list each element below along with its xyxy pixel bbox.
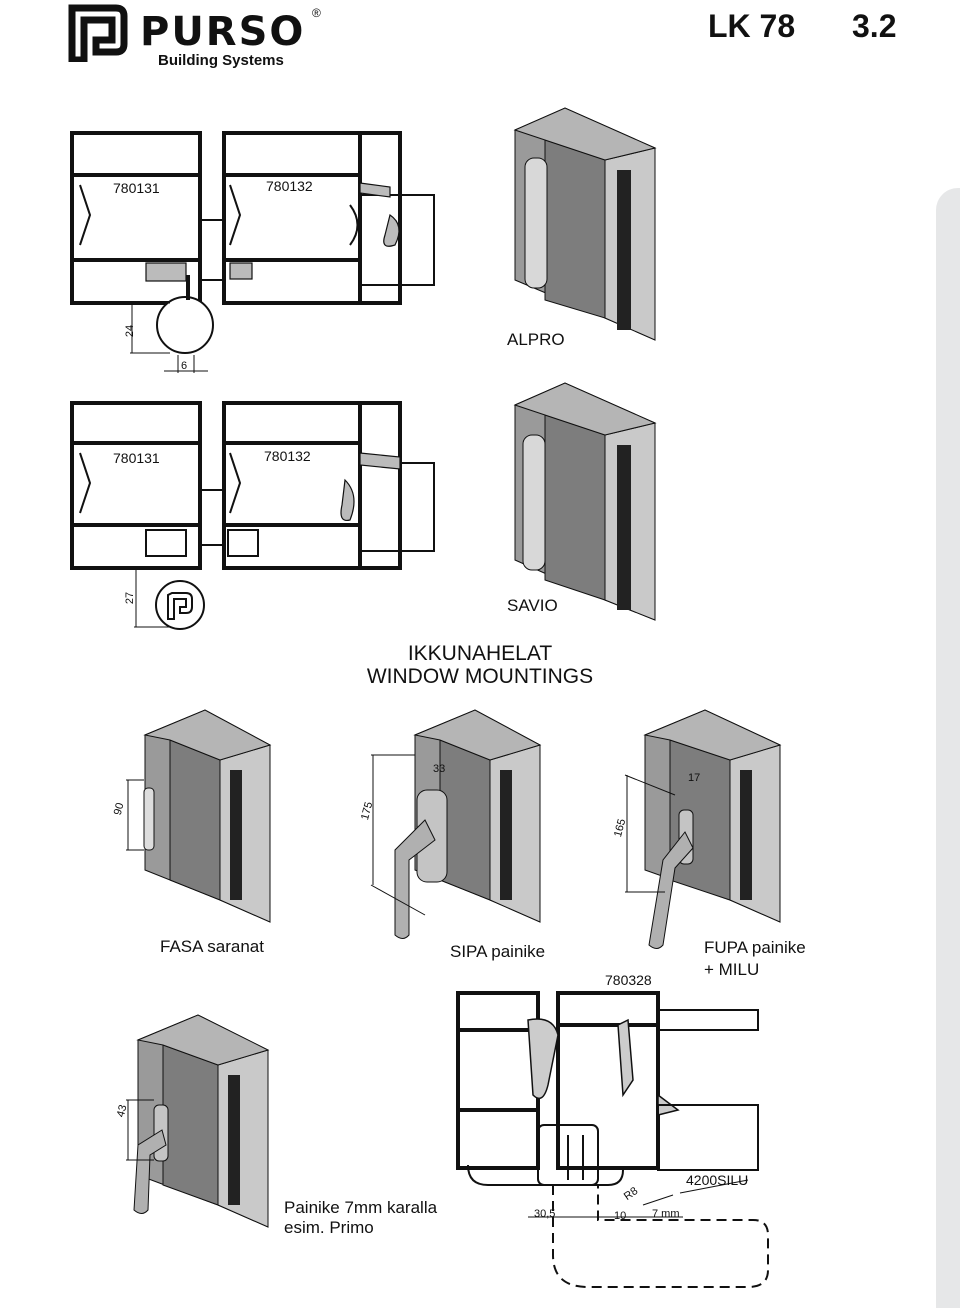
dim-fupa-width: 17 (688, 772, 701, 784)
page-edge-tab (936, 188, 960, 1308)
profile-label-right: 780132 (266, 178, 313, 194)
section-drawing-milu (456, 991, 769, 1288)
profile-label-left: 780131 (113, 180, 160, 196)
caption-alpro: ALPRO (507, 330, 565, 349)
isometric-fasa-hinge (126, 709, 272, 923)
caption-sipa: SIPA painike (450, 942, 546, 961)
profile-label-left: 780131 (113, 450, 160, 466)
dim-height: 27 (124, 591, 137, 605)
caption-primo-example: esim. Primo (284, 1218, 374, 1237)
dim-height: 24 (124, 324, 137, 338)
section-title-en: WINDOW MOUNTINGS (366, 665, 594, 688)
dim-c: 7 mm (652, 1208, 680, 1220)
isometric-primo-handle (126, 1014, 270, 1228)
caption-primo: Painike 7mm karalla (284, 1198, 438, 1217)
section-title-fi: IKKUNAHELAT (407, 642, 553, 665)
isometric-fupa-handle (624, 709, 782, 949)
caption-fupa: FUPA painike (704, 938, 806, 957)
purso-logo-icon (68, 4, 128, 62)
series-label: LK 78 (708, 8, 796, 44)
accessory-label: 4200SILU (686, 1172, 749, 1188)
isometric-savio-hinge (513, 382, 657, 621)
dim-sipa-width: 33 (433, 763, 446, 775)
dim-width: 6 (181, 360, 188, 372)
section-drawing-alpro (70, 131, 435, 373)
registered-mark: ® (312, 6, 321, 20)
caption-milu: + MILU (704, 960, 760, 979)
isometric-alpro-hinge (513, 107, 657, 341)
isometric-sipa-handle (370, 709, 542, 939)
section-drawing-savio (70, 401, 435, 630)
brand-name: PURSO (140, 9, 306, 55)
dim-a: 30,5 (534, 1208, 556, 1220)
brand-subtitle: Building Systems (158, 52, 284, 69)
dim-b: 10 (614, 1210, 627, 1222)
caption-fasa: FASA saranat (160, 937, 264, 956)
page-number: 3.2 (852, 8, 897, 44)
caption-savio: SAVIO (507, 596, 558, 615)
profile-label-right: 780132 (264, 448, 311, 464)
profile-label-780328: 780328 (605, 972, 652, 988)
